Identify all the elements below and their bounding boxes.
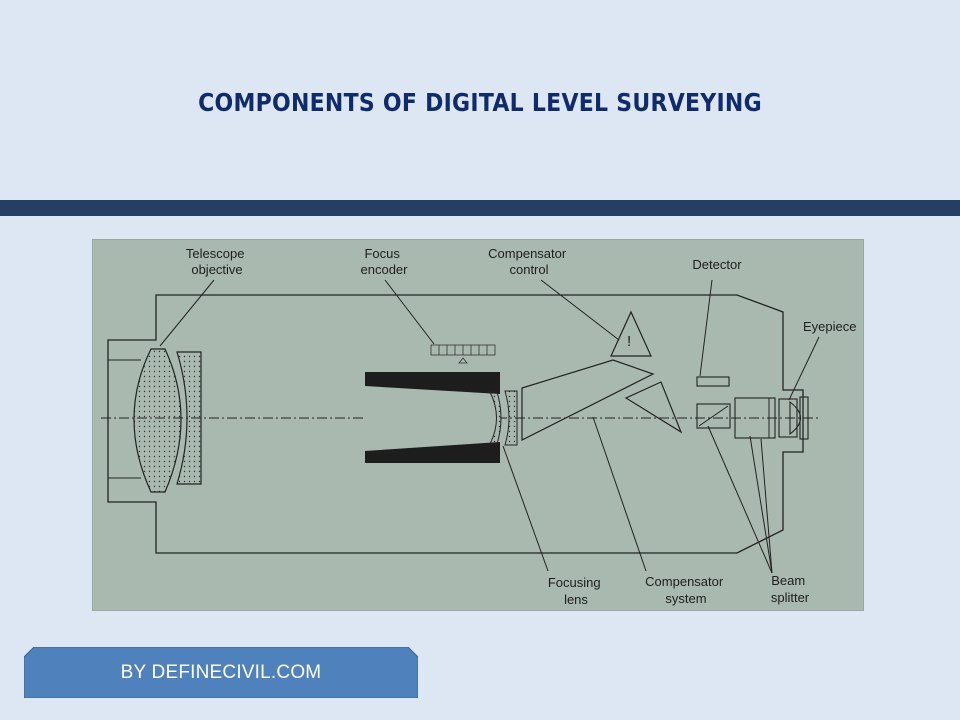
objective-lens-concave [176,351,202,485]
footer-banner: BY DEFINECIVIL.COM [24,647,418,698]
warning-mark: ! [627,333,631,350]
focusing-lens [489,391,502,445]
label-compensator-control: Compensator control [488,246,570,277]
eyepiece-mount [778,398,798,438]
title-divider-bar [0,200,960,216]
relay-optics-block [734,397,776,439]
focus-encoder-scale [430,344,496,364]
detector-element [696,376,730,387]
label-eyepiece: Eyepiece [803,319,856,334]
label-beam-splitter: Beam splitter [771,573,810,605]
footer-banner-shape [24,647,418,698]
focusing-lens-meniscus [504,390,518,446]
label-focus-encoder: Focus encoder [361,246,409,277]
slide-title: COMPONENTS OF DIGITAL LEVEL SURVEYING [198,88,762,117]
objective-lens-convex [133,348,182,493]
leader-lines [159,279,820,574]
beam-splitter-cube [696,403,731,429]
beam-splitter-diagonal [698,405,729,427]
compensator-prism-upper [521,359,655,441]
focusing-barrel-cone [365,386,500,451]
compensator-warning-triangle [610,310,652,357]
label-focusing-lens: Focusing lens [548,575,604,607]
eyepiece-cap [799,396,809,440]
label-telescope-objective: Telescope objective [186,246,248,277]
digital-level-diagram: ! Telescope objective [93,240,863,610]
label-detector: Detector [692,257,742,272]
footer-credit: BY DEFINECIVIL.COM [120,662,322,683]
diagram-svg: ! Telescope objective [101,246,856,607]
compensator-prism-lower [624,381,683,434]
label-compensator-system: Compensator system [645,574,727,606]
